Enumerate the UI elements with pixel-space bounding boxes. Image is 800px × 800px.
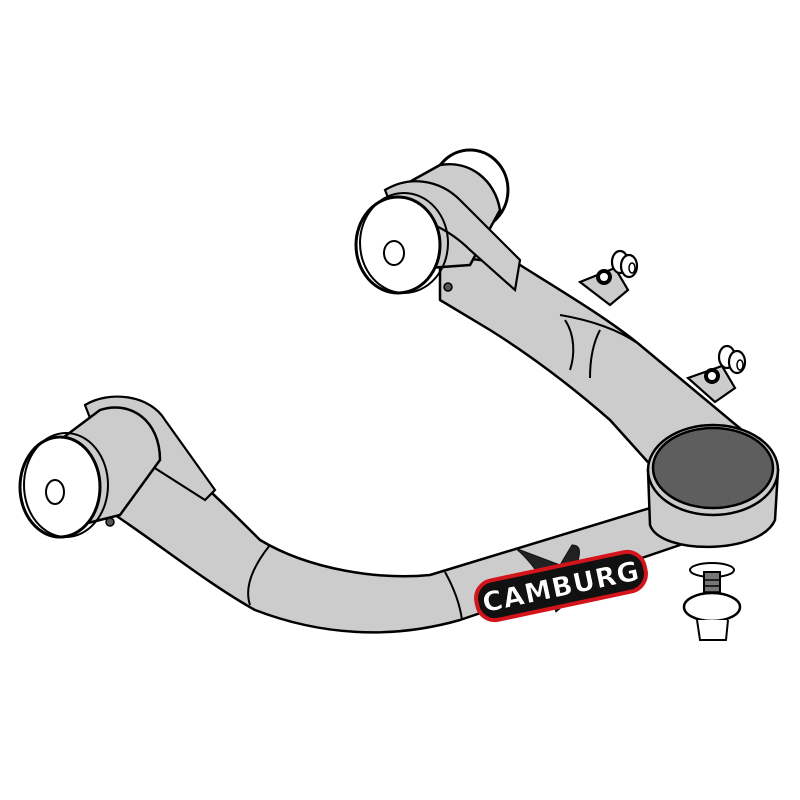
brake-line-tab-lower bbox=[685, 344, 747, 404]
brake-line-tab-upper bbox=[577, 249, 639, 307]
ball-joint bbox=[646, 423, 780, 641]
rear-bushing bbox=[354, 148, 522, 295]
front-bushing bbox=[18, 395, 217, 539]
